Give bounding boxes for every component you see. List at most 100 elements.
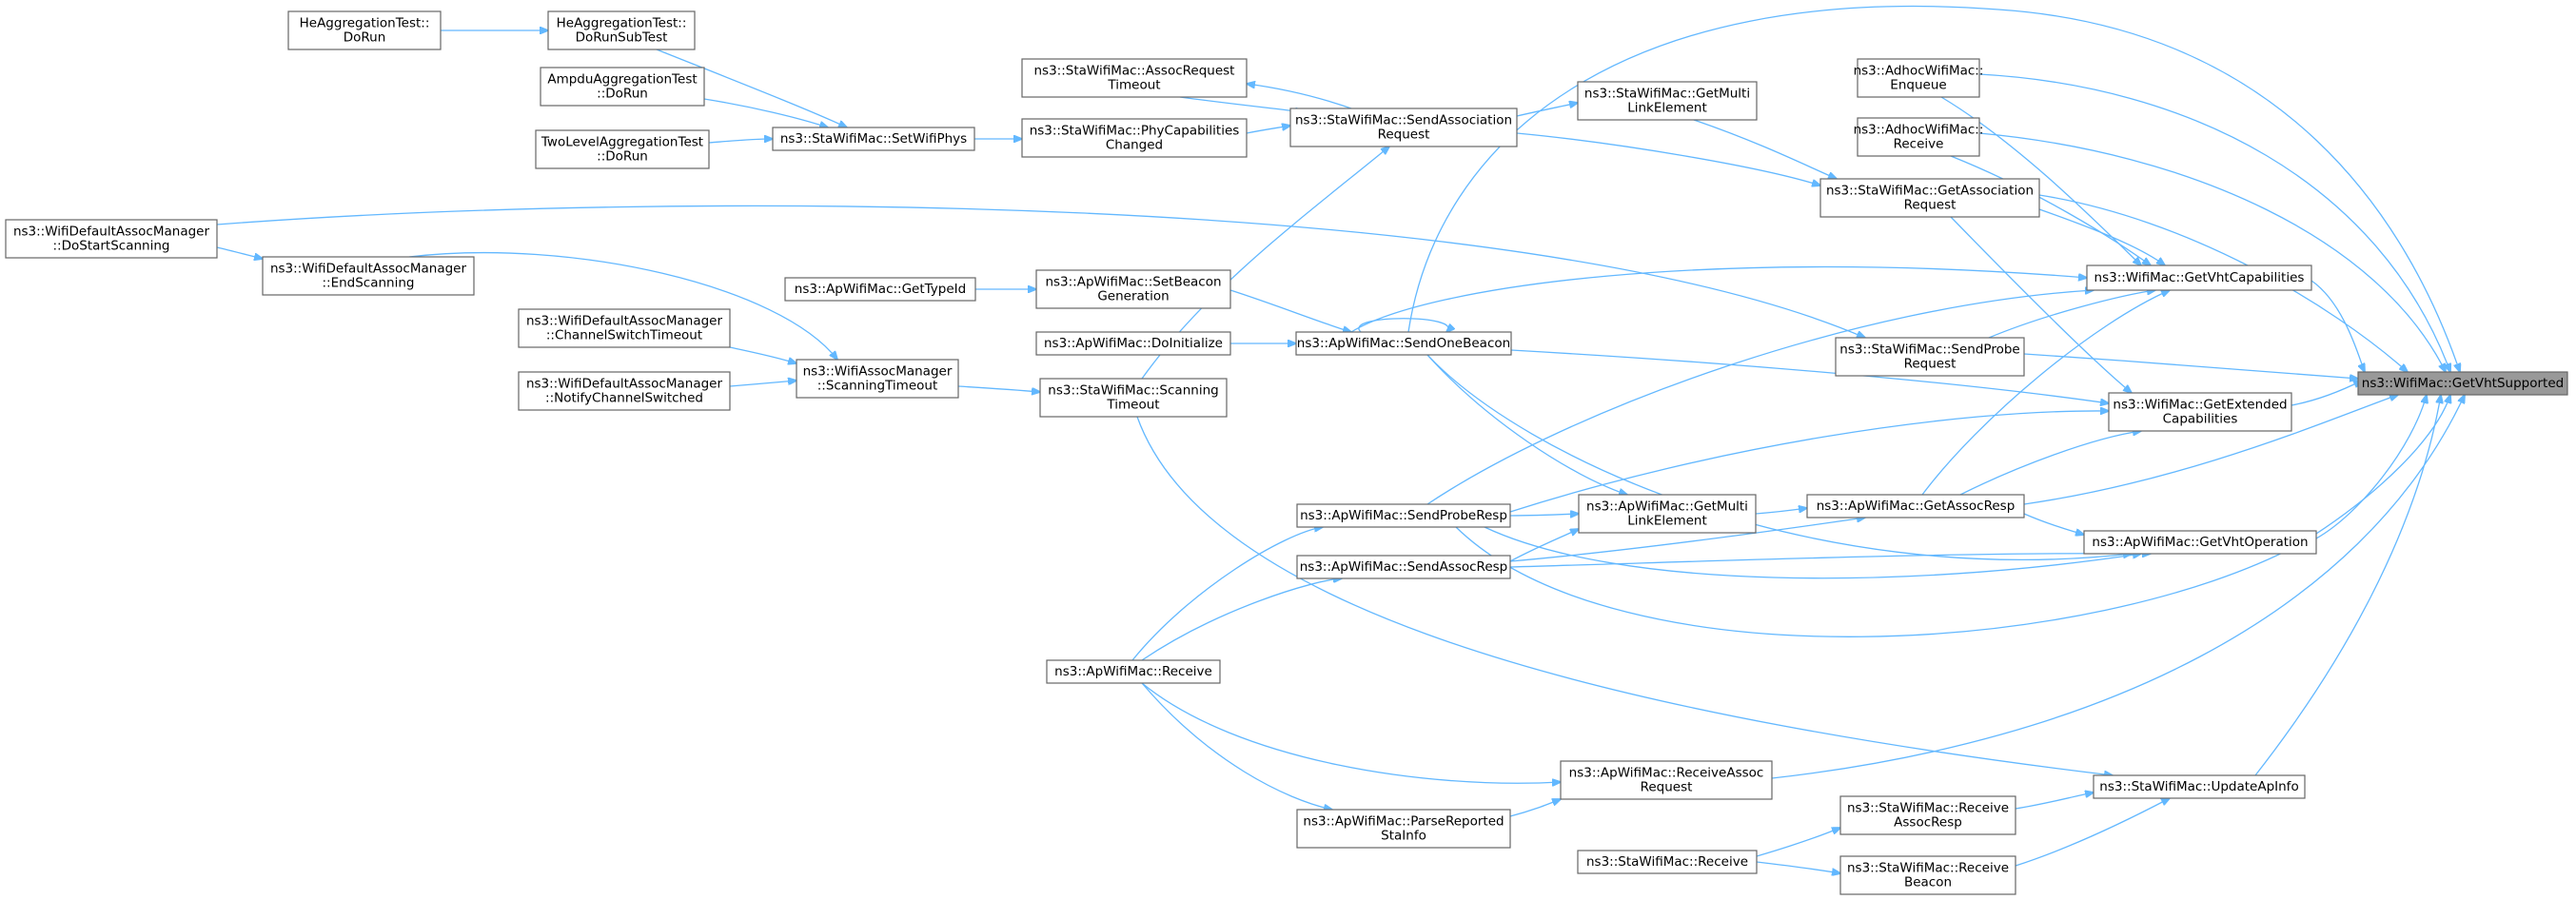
node-label-line: Receive [1894,137,1944,152]
edge-send-probe-resp-to-get-ext-cap [1509,411,2109,513]
node-adhoc-enqueue[interactable]: ns3::AdhocWifiMac::Enqueue [1854,58,1984,98]
node-label-line: ns3::StaWifiMac::PhyCapabilities [1030,124,1240,139]
node-root[interactable]: ns3::WifiMac::GetVhtSupported [2357,371,2568,396]
edge-send-assoc-resp-to-get-vht-op [1509,554,2151,568]
edge-ap-receive-to-recv-assoc-request [1141,682,1561,783]
node-box [1839,855,2016,895]
node-assoc-mgr-scan-timeout[interactable]: ns3::WifiAssocManager::ScanningTimeout [796,359,959,399]
node-send-probe-resp[interactable]: ns3::ApWifiMac::SendProbeResp [1296,503,1511,528]
node-box [540,67,705,107]
edge-recv-beacon-to-update-ap-info [2015,798,2170,867]
node-label-line: ns3::StaWifiMac::SendAssociation [1295,113,1512,128]
node-he-do-run[interactable]: HeAggregationTest::DoRun [287,10,442,50]
node-label-line: Beacon [1904,875,1952,890]
edge-send-probe-resp-to-ap-get-multi-link [1509,514,1579,516]
edge-get-assoc-resp-to-get-ext-cap [1959,431,2141,496]
edge-send-one-beacon-to-get-ext-cap [1510,349,2109,403]
node-box [1035,269,1231,309]
node-label-line: Timeout [1106,398,1159,413]
edge-get-assoc-req-to-get-vht-cap [2038,208,2165,265]
nodes-layer: ns3::WifiMac::GetVhtSupportedns3::WifiMa… [5,10,2568,895]
node-box [1857,117,1980,157]
edge-sta-get-multi-link-to-get-assoc-req [1693,119,1837,179]
node-label-line: ns3::StaWifiMac::GetAssociation [1826,184,2034,199]
node-box [1819,178,2040,218]
node-set-wifi-phys[interactable]: ns3::StaWifiMac::SetWifiPhys [772,127,975,151]
node-box [1046,659,1221,684]
node-label-line: ns3::WifiDefaultAssocManager [526,314,723,329]
edge-get-assoc-resp-to-root [2023,395,2398,505]
node-label-line: Request [1904,198,1957,213]
node-get-type-id[interactable]: ns3::ApWifiMac::GetTypeId [784,277,976,302]
node-label-line: ns3::StaWifiMac::Scanning [1048,383,1218,399]
node-he-do-run-sub-test[interactable]: HeAggregationTest::DoRunSubTest [547,10,696,50]
node-label-line: ns3::StaWifiMac::Receive [1847,861,2009,876]
node-do-start-scanning[interactable]: ns3::WifiDefaultAssocManager::DoStartSca… [5,219,218,259]
edge-send-one-beacon-to-send-one-beacon [1358,318,1448,332]
node-two-level-do-run[interactable]: TwoLevelAggregationTest::DoRun [535,129,710,169]
node-label-line: ns3::WifiDefaultAssocManager [270,262,467,277]
node-box [1021,58,1248,98]
edge-two-level-do-run-to-set-wifi-phys [708,139,773,144]
node-label-line: ns3::StaWifiMac::UpdateApInfo [2099,779,2298,794]
node-label-line: ns3::StaWifiMac::SetWifiPhys [780,131,967,147]
node-sta-receive[interactable]: ns3::StaWifiMac::Receive [1577,850,1758,874]
node-label-line: ns3::StaWifiMac::GetMulti [1584,87,1750,102]
edge-send-probe-resp-to-get-vht-op [1484,526,2141,579]
node-get-vht-op[interactable]: ns3::ApWifiMac::GetVhtOperation [2083,530,2317,555]
node-box [784,277,976,302]
node-get-vht-cap[interactable]: ns3::WifiMac::GetVhtCapabilities [2086,264,2312,291]
node-label-line: ns3::ApWifiMac::GetVhtOperation [2092,535,2308,550]
edge-ampdu-do-run-to-set-wifi-phys [703,98,828,127]
edge-ap-get-multi-link-to-get-assoc-resp [1755,508,1807,515]
node-box [1857,58,1980,98]
node-update-ap-info[interactable]: ns3::StaWifiMac::UpdateApInfo [2093,774,2306,799]
edge-assoc-mgr-scan-timeout-to-scanning-timeout-sta [957,385,1040,392]
node-send-assoc-resp[interactable]: ns3::ApWifiMac::SendAssocResp [1296,555,1511,579]
node-chan-switch-timeout[interactable]: ns3::WifiDefaultAssocManager::ChannelSwi… [518,308,731,348]
edge-send-probe-resp-to-root [1455,395,2450,637]
node-do-initialize[interactable]: ns3::ApWifiMac::DoInitialize [1035,331,1231,356]
edge-get-assoc-resp-to-get-vht-op [2023,513,2084,535]
edge-parse-reported-to-recv-assoc-request [1509,799,1561,817]
edge-set-beacon-gen-to-send-one-beacon [1229,289,1351,332]
node-label-line: ns3::WifiMac::GetVhtCapabilities [2094,270,2305,285]
node-label-line: ns3::ApWifiMac::ParseReported [1303,814,1504,830]
node-label-line: ns3::ApWifiMac::GetAssocResp [1817,499,2016,514]
node-get-assoc-resp[interactable]: ns3::ApWifiMac::GetAssocResp [1806,494,2025,518]
edge-sta-receive-to-recv-beacon [1756,861,1840,873]
node-box [1577,81,1758,121]
node-ampdu-do-run[interactable]: AmpduAggregationTest::DoRun [540,67,705,107]
node-scanning-timeout-sta[interactable]: ns3::StaWifiMac::ScanningTimeout [1039,378,1228,418]
node-ap-receive[interactable]: ns3::ApWifiMac::Receive [1046,659,1221,684]
edge-adhoc-enqueue-to-get-vht-cap [1940,96,2141,265]
node-label-line: DoRun [344,30,386,46]
node-label-line: Enqueue [1890,78,1946,93]
node-label-line: StaInfo [1381,829,1426,844]
node-box [1560,760,1773,800]
node-end-scanning[interactable]: ns3::WifiDefaultAssocManager::EndScannin… [262,256,475,296]
node-adhoc-receive[interactable]: ns3::AdhocWifiMac::Receive [1854,117,1984,157]
node-box [287,10,442,50]
node-label-line: ns3::WifiDefaultAssocManager [526,377,723,392]
node-label-line: ns3::ApWifiMac::Receive [1054,664,1212,679]
node-notify-chan-switched[interactable]: ns3::WifiDefaultAssocManager::NotifyChan… [518,371,731,411]
edge-get-assoc-resp-to-get-vht-cap [1921,290,2170,496]
edge-send-assoc-request-to-assoc-req-timeout [1247,84,1352,109]
node-send-one-beacon[interactable]: ns3::ApWifiMac::SendOneBeacon [1295,331,1512,356]
node-label-line: LinkElement [1627,514,1707,529]
